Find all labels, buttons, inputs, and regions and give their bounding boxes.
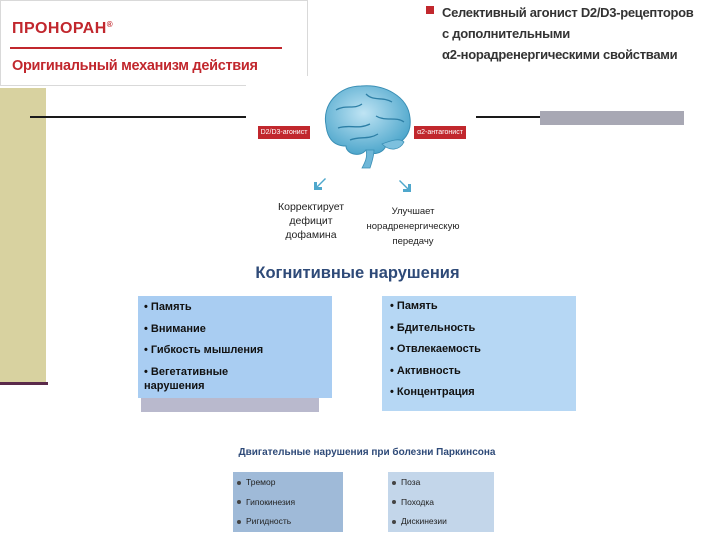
list-item: Ригидность [237,512,295,532]
list-item: • Память [144,301,192,313]
d2-d3-agonist-tag: D2/D3-агонист [258,126,310,139]
slide-side-bar [0,88,46,382]
description-line: Селективный агонист D2/D3-рецепторов [442,5,694,20]
motor-title: Двигательные нарушения при болезни Парки… [238,447,496,458]
motor-right-list: Поза Походка Дискинезии [392,473,447,532]
list-item: Тремор [237,473,295,493]
list-item: Гипокинезия [237,493,295,513]
list-item: • Внимание [144,322,206,335]
page-title: Оригинальный механизм действия [12,58,258,74]
description-line: с дополнительными [442,26,570,41]
cognitive-right-list: • Память • Бдительность • Отвлекаемость … [390,296,481,404]
description-panel [414,0,720,86]
logo-rule [10,47,282,49]
list-item: • Вегетативные [144,365,229,378]
list-item: • Память [390,300,438,312]
noradrenergic-caption: Улучшает норадренергическую передачу [366,206,460,247]
brain-icon [324,85,411,169]
arrow-down-left-icon [314,178,326,190]
cognitive-left-box [138,296,332,398]
bullet-square-icon [426,6,434,14]
cognitive-left-list: • Память • Внимание • Гибкость мышления … [144,297,263,393]
cognitive-title: Когнитивные нарушения [255,264,460,282]
motor-left-list: Тремор Гипокинезия Ригидность [237,473,295,532]
mechanism-description: Селективный агонист D2/D3-рецепторов с д… [442,2,712,65]
list-item: • Концентрация [390,386,475,398]
brand-logo: ПРОНОРАН® [12,20,114,37]
list-item: нарушения [144,379,205,392]
bullet-dot-icon [237,500,241,505]
cognitive-right-box [382,296,576,411]
bullet-dot-icon [237,519,241,524]
logo-panel [0,0,308,86]
slide-decor-block [540,111,684,125]
list-item: Поза [392,473,447,493]
list-item: • Гибкость мышления [144,344,264,356]
slide-side-bar-accent [0,382,48,385]
list-item: Дискинезии [392,512,447,532]
list-item: • Отвлекаемость [390,343,481,355]
list-item: • Бдительность [390,321,476,334]
dopamine-caption: Корректирует дефицит дофамина [277,201,344,241]
bullet-dot-icon [392,480,396,485]
bullet-dot-icon [237,480,241,485]
arrow-down-right-icon [399,180,411,192]
bullet-dot-icon [392,500,396,505]
list-item: • Активность [390,364,461,377]
alpha2-antagonist-tag: α2-антагонист [414,126,466,139]
motor-left-box [233,472,343,532]
motor-right-box [388,472,494,532]
description-line: α2-норадренергическими свойствами [442,47,678,62]
bullet-dot-icon [392,519,396,524]
list-item: Походка [392,493,447,513]
